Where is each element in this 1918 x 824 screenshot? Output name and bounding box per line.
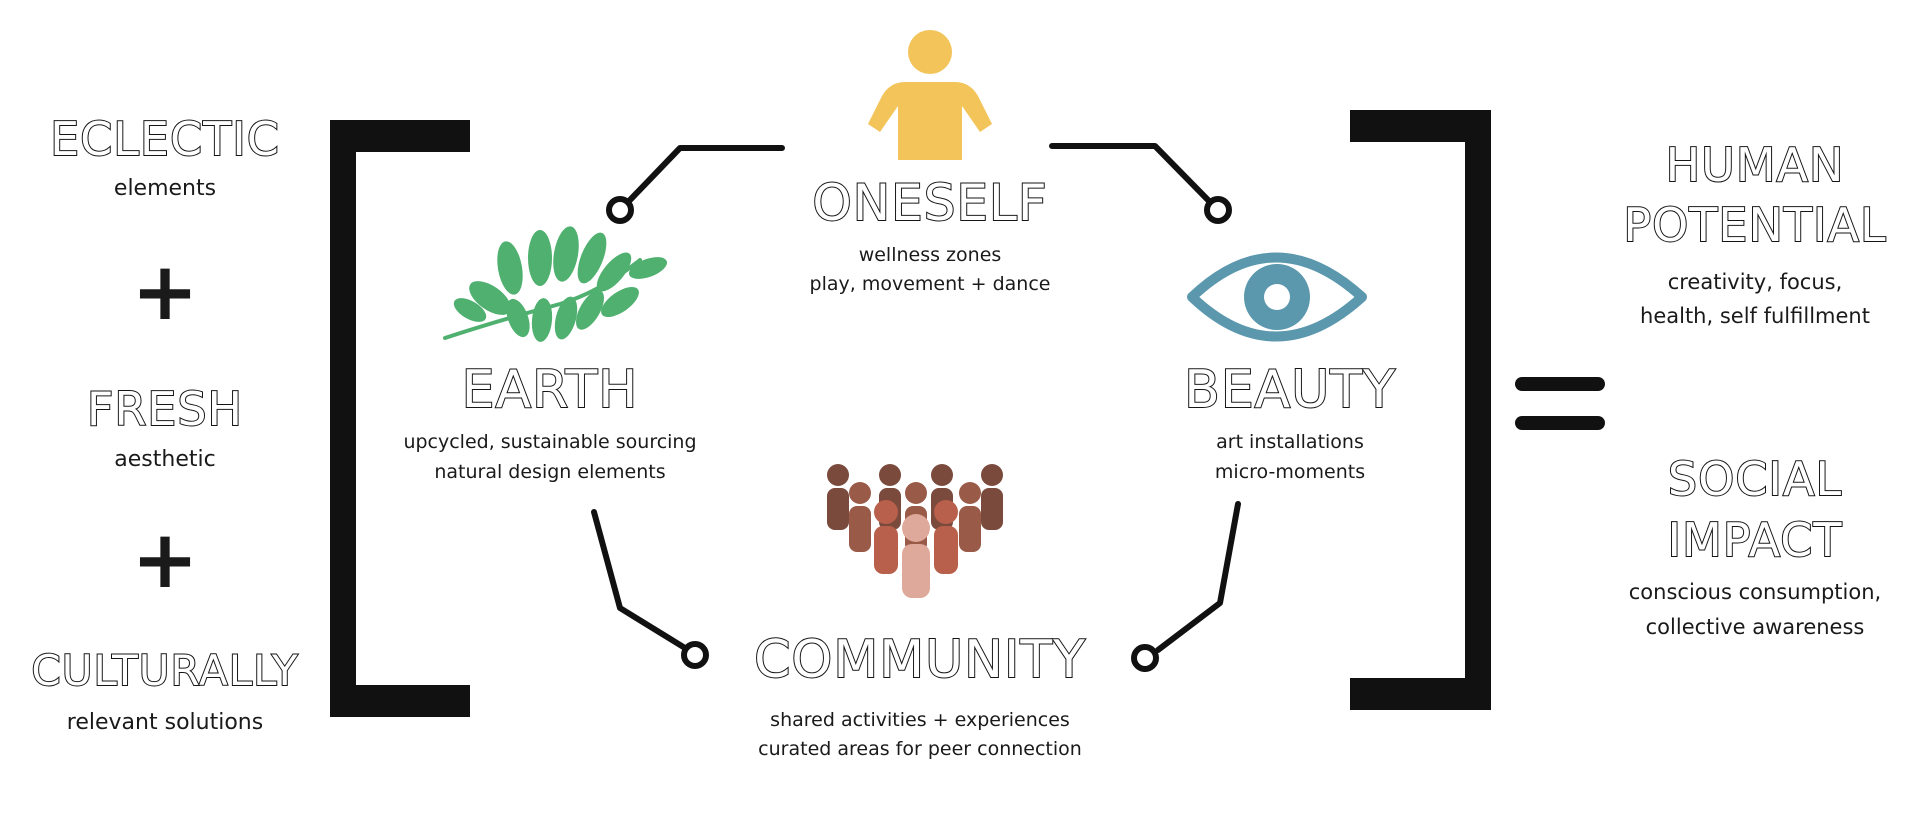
community-title: COMMUNITY: [753, 629, 1086, 691]
community-line-1: shared activities + experiences: [770, 709, 1070, 731]
connector-endpoints: [606, 196, 1232, 672]
eclectic-title: ECLECTIC: [49, 111, 280, 167]
people-group-icon: [827, 464, 1003, 598]
oneself-line-2: play, movement + dance: [809, 273, 1051, 295]
human-title-line-2: POTENTIAL: [1622, 197, 1887, 253]
social-line-2: collective awareness: [1645, 615, 1865, 639]
beauty-line-2: micro-moments: [1214, 461, 1366, 483]
earth-title: EARTH: [461, 359, 639, 421]
human-line-2: health, self fulfillment: [1640, 304, 1870, 328]
right-bracket: [1350, 110, 1491, 710]
oneself-line-1: wellness zones: [858, 244, 1002, 266]
plus-sign-2: +: [131, 513, 199, 606]
human-line-1: creativity, focus,: [1667, 270, 1843, 294]
connector-beauty-community: [1155, 501, 1241, 653]
equals-sign: [1515, 377, 1605, 430]
connector-lines: [591, 143, 1241, 653]
social-title-line-2: IMPACT: [1667, 512, 1843, 568]
beauty-line-1: art installations: [1216, 431, 1364, 453]
oneself-title: ONESELF: [811, 173, 1048, 233]
eye-icon: [1187, 252, 1367, 342]
leaf-icon: [443, 226, 668, 342]
culturally-subtitle: relevant solutions: [66, 710, 264, 735]
connector-oneself-earth: [627, 145, 785, 203]
earth-line-2: natural design elements: [434, 461, 666, 483]
beauty-title: BEAUTY: [1183, 359, 1396, 421]
culturally-title: CULTURALLY: [30, 645, 299, 696]
earth-line-1: upcycled, sustainable sourcing: [403, 431, 697, 453]
community-line-2: curated areas for peer connection: [758, 738, 1082, 760]
fresh-subtitle: aesthetic: [114, 447, 216, 472]
connector-earth-community: [591, 509, 688, 651]
eclectic-subtitle: elements: [113, 176, 217, 201]
fresh-title: FRESH: [86, 381, 244, 437]
left-bracket: [330, 120, 470, 717]
social-title-line-1: SOCIAL: [1667, 451, 1843, 507]
person-icon: [868, 30, 992, 160]
connector-oneself-beauty: [1049, 143, 1211, 203]
social-line-1: conscious consumption,: [1628, 580, 1882, 604]
human-title-line-1: HUMAN: [1665, 137, 1845, 193]
plus-sign-1: +: [131, 245, 199, 338]
